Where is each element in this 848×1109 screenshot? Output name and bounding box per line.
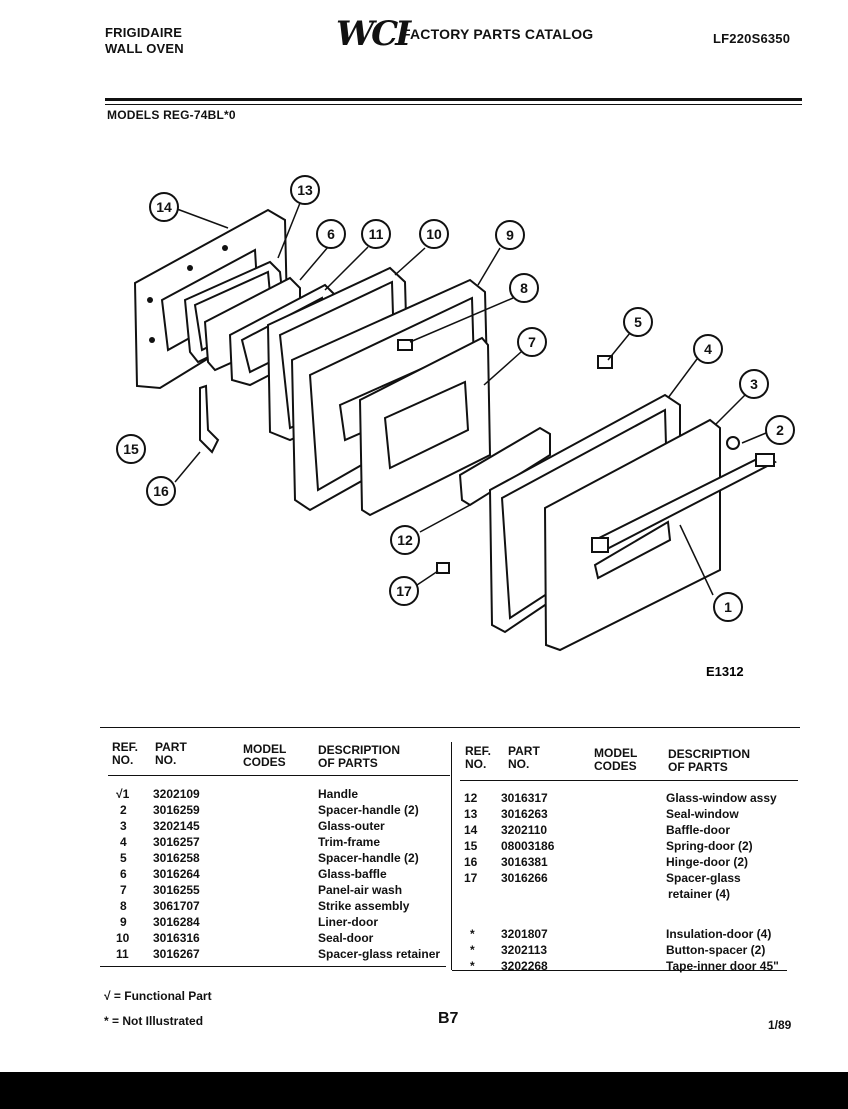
hinge-door-part — [199, 384, 220, 454]
glass-window-part — [458, 426, 551, 507]
svg-text:12: 12 — [397, 532, 413, 548]
figure-id: E1312 — [706, 664, 744, 679]
callout-3: 3 — [739, 369, 769, 399]
svg-text:11: 11 — [369, 226, 384, 242]
callout-14: 14 — [149, 192, 179, 222]
svg-text:1: 1 — [724, 599, 732, 615]
scan-border — [0, 1072, 848, 1109]
svg-text:2: 2 — [776, 422, 784, 438]
spacer-handle-2-part — [726, 436, 740, 450]
revision-date: 1/89 — [768, 1018, 792, 1032]
svg-text:6: 6 — [327, 226, 335, 242]
callout-1: 1 — [713, 592, 743, 622]
callout-12: 12 — [390, 525, 420, 555]
header-underline-right — [460, 780, 798, 781]
callout-17: 17 — [389, 576, 419, 606]
catalog-title: FACTORY PARTS CATALOG — [402, 26, 594, 42]
callout-16: 16 — [146, 476, 176, 506]
callout-2: 2 — [765, 415, 795, 445]
svg-text:13: 13 — [297, 182, 313, 198]
callout-8: 8 — [509, 273, 539, 303]
callout-9: 9 — [495, 220, 525, 250]
svg-text:4: 4 — [704, 341, 712, 357]
table-bottom-rule-left — [100, 966, 446, 967]
brand-name: FRIGIDAIRE — [105, 25, 183, 40]
spacer-glass-part — [436, 562, 450, 574]
svg-text:10: 10 — [426, 226, 442, 242]
wci-logo: WCI — [336, 14, 411, 54]
table-row: retainer (4) — [668, 887, 731, 901]
callout-11: 11 — [361, 219, 391, 249]
callout-7: 7 — [517, 327, 547, 357]
callout-15: 15 — [116, 434, 146, 464]
callout-10: 10 — [419, 219, 449, 249]
callout-leaders — [174, 202, 767, 596]
not-illustrated-legend: * = Not Illustrated — [104, 1014, 204, 1028]
svg-text:9: 9 — [506, 227, 514, 243]
svg-text:3: 3 — [750, 376, 758, 392]
table-top-rule — [100, 727, 800, 728]
models-label: MODELS REG-74BL*0 — [107, 108, 236, 122]
col-ref-header-right: REF.NO. — [465, 744, 492, 771]
svg-text:8: 8 — [520, 280, 528, 296]
header-rule-thin — [105, 104, 802, 105]
catalog-code: LF220S6350 — [713, 31, 791, 46]
functional-part-legend: √ = Functional Part — [104, 989, 212, 1003]
table-bottom-rule-right — [452, 970, 787, 971]
svg-text:15: 15 — [123, 441, 139, 457]
svg-text:17: 17 — [396, 583, 412, 599]
strike-assembly-part — [397, 339, 413, 351]
product-type: WALL OVEN — [105, 41, 184, 56]
header-underline-left — [108, 775, 450, 776]
svg-text:14: 14 — [156, 199, 172, 215]
callout-6: 6 — [316, 219, 346, 249]
page-number: B7 — [438, 1010, 459, 1027]
header-rule — [105, 98, 802, 101]
callout-13: 13 — [290, 175, 320, 205]
exploded-door-diagram: 14 13 6 11 10 9 8 7 5 4 3 2 1 12 17 15 1… — [116, 175, 795, 679]
callout-5: 5 — [623, 307, 653, 337]
col-ref-header: REF.NO. — [112, 740, 139, 767]
svg-text:16: 16 — [153, 483, 169, 499]
svg-text:5: 5 — [634, 314, 642, 330]
callout-4: 4 — [693, 334, 723, 364]
table-divider — [451, 742, 452, 970]
svg-text:7: 7 — [528, 334, 536, 350]
